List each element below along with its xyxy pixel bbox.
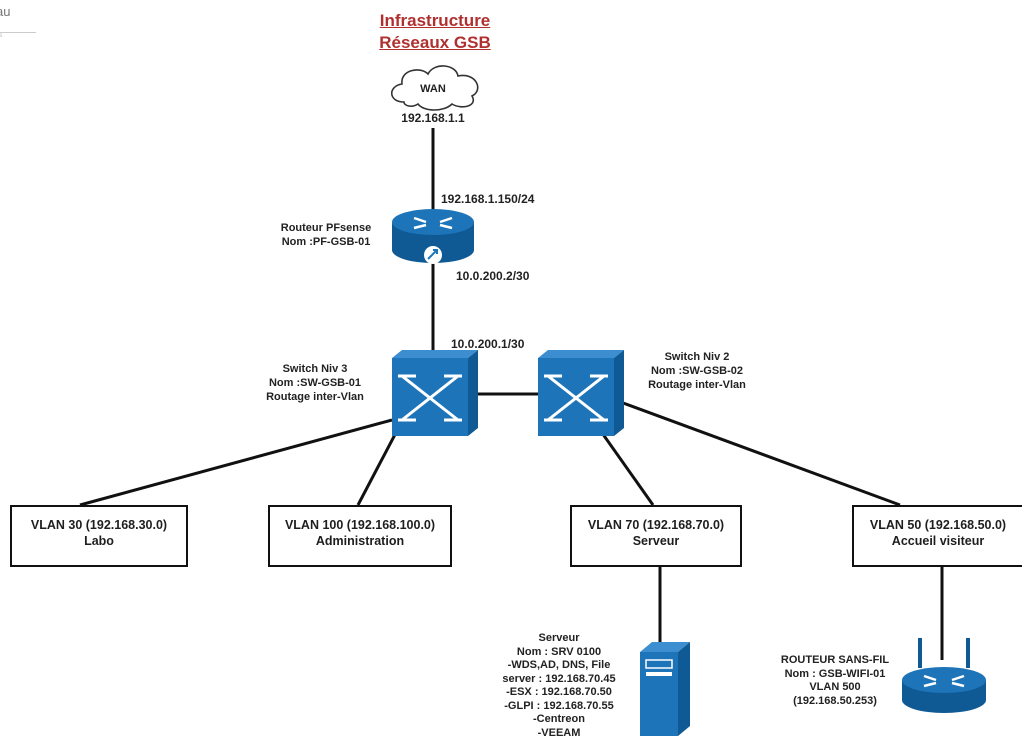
link-label-wan-router: 192.168.1.150/24	[441, 192, 535, 206]
vlan-box-50: VLAN 50 (192.168.50.0) Accueil visiteur	[852, 505, 1022, 567]
link-label-router-down: 10.0.200.2/30	[456, 269, 530, 283]
switch2-label: Switch Niv 2 Nom :SW-GSB-02 Routage inte…	[632, 350, 762, 392]
switch1-label-line2: Nom :SW-GSB-01	[268, 377, 362, 389]
server-label-line: -GLPI : 192.168.70.55	[504, 699, 614, 712]
vlan-title: VLAN 30 (192.168.30.0)	[30, 518, 168, 532]
switch1-label-line3: Routage inter-Vlan	[266, 391, 364, 403]
router-label-line2: Nom :PF-GSB-01	[281, 236, 371, 248]
vlan-name: Accueil visiteur	[891, 534, 985, 548]
cloud-icon	[390, 65, 479, 111]
server-label-line: -WDS,AD, DNS, File	[507, 659, 611, 671]
wifi-label-line: ROUTEUR SANS-FIL	[780, 654, 890, 666]
server-label-line: Nom : SRV 0100	[516, 645, 602, 658]
vlan-name: Labo	[84, 534, 114, 548]
switch2-label-line1: Switch Niv 2	[664, 351, 730, 363]
vlan-title: VLAN 100 (192.168.100.0)	[284, 518, 436, 532]
vlan-title: VLAN 70 (192.168.70.0)	[587, 518, 725, 532]
router-icon	[392, 209, 474, 264]
server-label: Serveur Nom : SRV 0100 -WDS,AD, DNS, Fil…	[484, 632, 634, 740]
switch1-label: Switch Niv 3 Nom :SW-GSB-01 Routage inte…	[250, 362, 380, 404]
switch1-label-line1: Switch Niv 3	[282, 363, 348, 375]
corner-fragment-text: au	[0, 4, 11, 19]
switch2-label-line3: Routage inter-Vlan	[648, 379, 746, 391]
wifi-label-line: Nom : GSB-WIFI-01	[784, 667, 886, 680]
vlan-name: Administration	[315, 534, 405, 548]
server-label-line: Serveur	[538, 632, 580, 644]
server-icon	[640, 642, 690, 736]
switch-icon	[392, 350, 478, 436]
server-label-line: -Centreon	[533, 713, 585, 725]
server-label-line: -VEEAM	[537, 726, 581, 739]
wireless-router-icon	[902, 638, 986, 713]
vlan-box-30: VLAN 30 (192.168.30.0) Labo	[10, 505, 188, 567]
link-switch2-vlan50	[614, 398, 901, 507]
wan-ip: 192.168.1.1	[401, 111, 465, 125]
router-label-line1: Routeur PFsense	[280, 222, 372, 234]
vlan-box-70: VLAN 70 (192.168.70.0) Serveur	[570, 505, 742, 567]
server-label-line: -ESX : 192.168.70.50	[506, 686, 612, 698]
switch2-label-line2: Nom :SW-GSB-02	[650, 365, 744, 377]
wifi-label: ROUTEUR SANS-FIL Nom : GSB-WIFI-01 VLAN …	[770, 654, 900, 708]
wan-label: WAN	[420, 83, 446, 95]
vlan-box-100: VLAN 100 (192.168.100.0) Administration	[268, 505, 452, 567]
link-switch2-vlan70	[598, 429, 655, 506]
switch-icon	[538, 350, 624, 436]
diagram-title-line2: Réseaux GSB	[379, 33, 491, 52]
vlan-name: Serveur	[632, 534, 680, 548]
server-label-line: server : 192.168.70.45	[502, 672, 616, 685]
link-switch1-vlan100	[356, 424, 402, 506]
wifi-label-line: (192.168.50.253)	[793, 694, 877, 707]
vlan-title: VLAN 50 (192.168.50.0)	[869, 518, 1007, 532]
wifi-label-line: VLAN 500	[809, 681, 861, 693]
link-label-switch-up: 10.0.200.1/30	[451, 337, 525, 351]
link-switch1-vlan30	[79, 418, 393, 507]
router-label: Routeur PFsense Nom :PF-GSB-01	[268, 221, 384, 249]
diagram-title: Infrastructure Réseaux GSB	[340, 10, 530, 54]
corner-fragment-subtext: os	[0, 32, 36, 39]
diagram-title-line1: Infrastructure	[379, 11, 491, 30]
